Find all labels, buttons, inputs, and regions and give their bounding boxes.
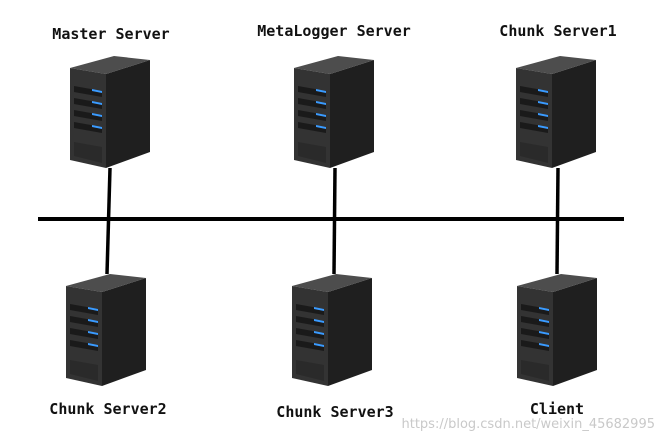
label-chunk-server2: Chunk Server2 [49, 400, 167, 418]
label-chunk-server1: Chunk Server1 [499, 22, 617, 40]
connector-master-chunk2 [105, 167, 112, 275]
label-chunk-server3: Chunk Server3 [276, 403, 394, 421]
label-master-server: Master Server [52, 25, 170, 43]
connector-metalogger-chunk3 [332, 167, 337, 275]
label-client: Client [529, 400, 585, 418]
server-tower-icon [66, 274, 146, 386]
server-tower-icon [517, 274, 597, 386]
server-tower-icon [292, 274, 372, 386]
watermark-text: https://blog.csdn.net/weixin_45682995 [401, 417, 655, 432]
server-tower-icon [294, 56, 374, 168]
connector-chunk1-client [555, 167, 560, 275]
label-metalogger-server: MetaLogger Server [257, 22, 411, 40]
server-tower-icon [516, 56, 596, 168]
server-tower-icon [70, 56, 150, 168]
